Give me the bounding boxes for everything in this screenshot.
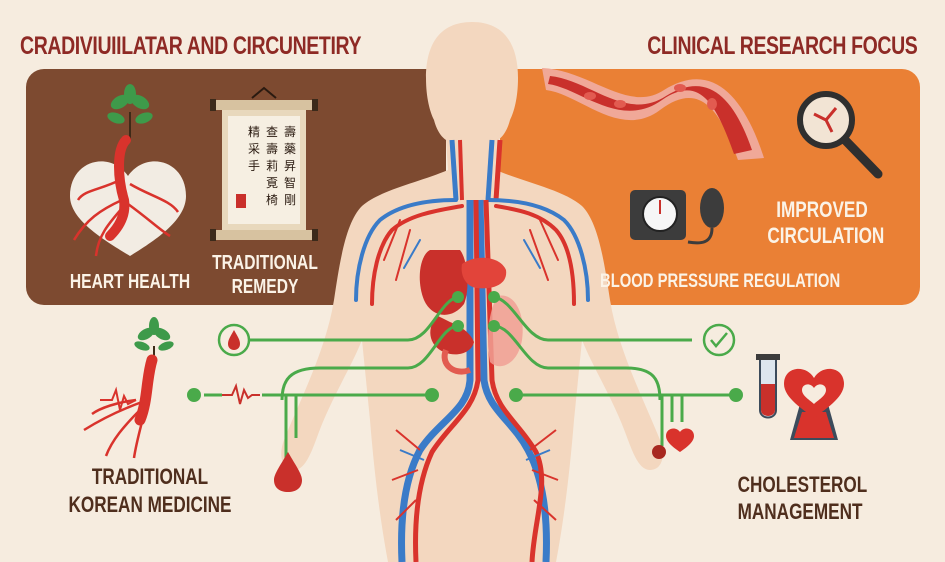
traditional-korean-medicine-line2: KOREAN MEDICINE [68,492,232,517]
blood-cell-icon [652,445,666,459]
cholesterol-management-line2: MANAGEMENT [737,499,863,524]
ginseng-heart-icon [70,84,186,257]
test-tube-icon [756,354,780,419]
check-circle-icon [702,323,736,357]
scroll-char: 查 [266,125,279,139]
blood-pressure-label: BLOOD PRESSURE REGULATION [600,271,841,292]
scroll-char: 壽 [266,142,279,156]
connector-dots [187,291,743,402]
scroll-char: 莉 [266,159,279,173]
scroll-char: 精 [248,125,261,139]
improved-circulation-label-line2: CIRCULATION [767,223,885,248]
blood-vessel-icon [542,68,764,160]
title-left: CRADIVIUIILATAR AND CIRCUNETIRY [20,32,362,60]
traditional-korean-medicine-line1: TRADITIONAL [91,464,209,489]
scroll-char: 智 [284,176,297,190]
scroll-char: 昇 [284,159,297,173]
improved-circulation-label-line1: IMPROVED [776,197,868,222]
ginseng-root-icon [83,317,174,459]
traditional-remedy-label-line2: REMEDY [231,276,299,298]
blood-drop-circle-icon [217,323,251,357]
scroll-char: 手 [248,159,261,173]
intestine-icon [430,316,474,375]
heart-flask-icon [784,368,844,440]
scroll-char: 剛 [284,193,297,207]
heart-icon [666,428,694,452]
heart-health-label: HEART HEALTH [69,271,191,293]
magnifier-icon [797,91,883,179]
scroll-char: 藥 [284,142,297,156]
scroll-calligraphy: 壽 藥 昇 智 剛 查 壽 莉 覔 椅 精 采 手 [232,124,298,220]
scroll-icon [210,86,318,241]
scroll-char: 采 [248,142,261,156]
blood-drop-icon [274,452,302,492]
connector-lines [204,295,736,460]
scroll-char: 椅 [266,193,279,207]
cholesterol-management-line1: CHOLESTEROL [737,472,868,497]
heartbeat-icon [222,382,260,405]
blood-pressure-gauge-icon [630,188,724,245]
traditional-remedy-label-line1: TRADITIONAL [212,252,318,274]
title-right: CLINICAL RESEARCH FOCUS [646,32,918,60]
scroll-char: 覔 [266,176,279,190]
scroll-char: 壽 [284,125,297,139]
